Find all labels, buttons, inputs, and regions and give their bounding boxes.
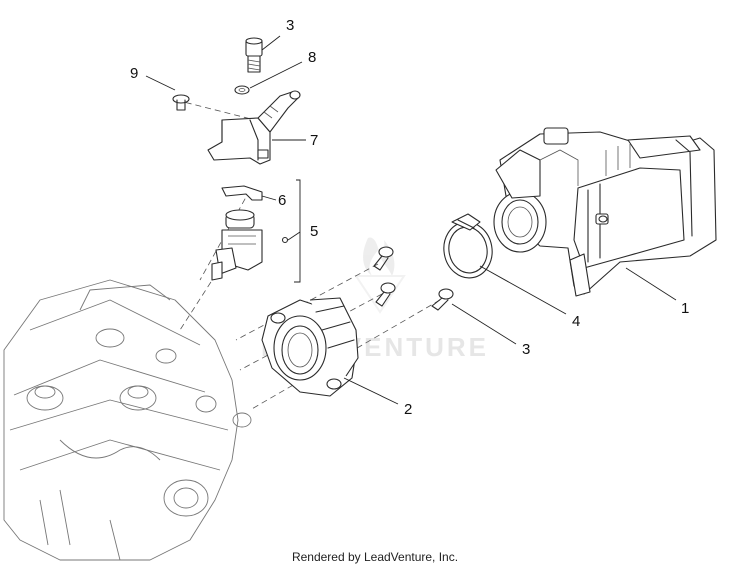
fuel-injector — [211, 209, 289, 281]
throttle-body — [493, 127, 717, 297]
washer — [234, 85, 250, 95]
callout-7: 7 — [310, 132, 318, 149]
callout-9: 9 — [130, 65, 138, 82]
intake-manifold — [261, 297, 359, 397]
callout-numbers: 3 8 9 7 6 5 1 4 3 2 — [130, 17, 689, 418]
screw-small — [172, 94, 190, 111]
render-credit: Rendered by LeadVenture, Inc. — [291, 550, 459, 564]
leader-lines — [145, 35, 677, 405]
bolt-top — [245, 37, 263, 73]
injector-clip — [221, 185, 263, 201]
callout-1: 1 — [681, 300, 689, 317]
callout-6: 6 — [278, 192, 286, 209]
callout-3-right: 3 — [522, 341, 530, 358]
callout-2: 2 — [404, 401, 412, 418]
bracket-5 — [294, 179, 301, 283]
hose-clamp — [443, 213, 493, 279]
callout-5: 5 — [310, 223, 318, 240]
fuel-rail-bracket — [207, 90, 301, 165]
callout-3-top: 3 — [286, 17, 294, 34]
engine-cylinder-head — [3, 279, 252, 561]
intake-bolts — [373, 246, 454, 311]
callout-4: 4 — [572, 313, 580, 330]
callout-8: 8 — [308, 49, 316, 66]
